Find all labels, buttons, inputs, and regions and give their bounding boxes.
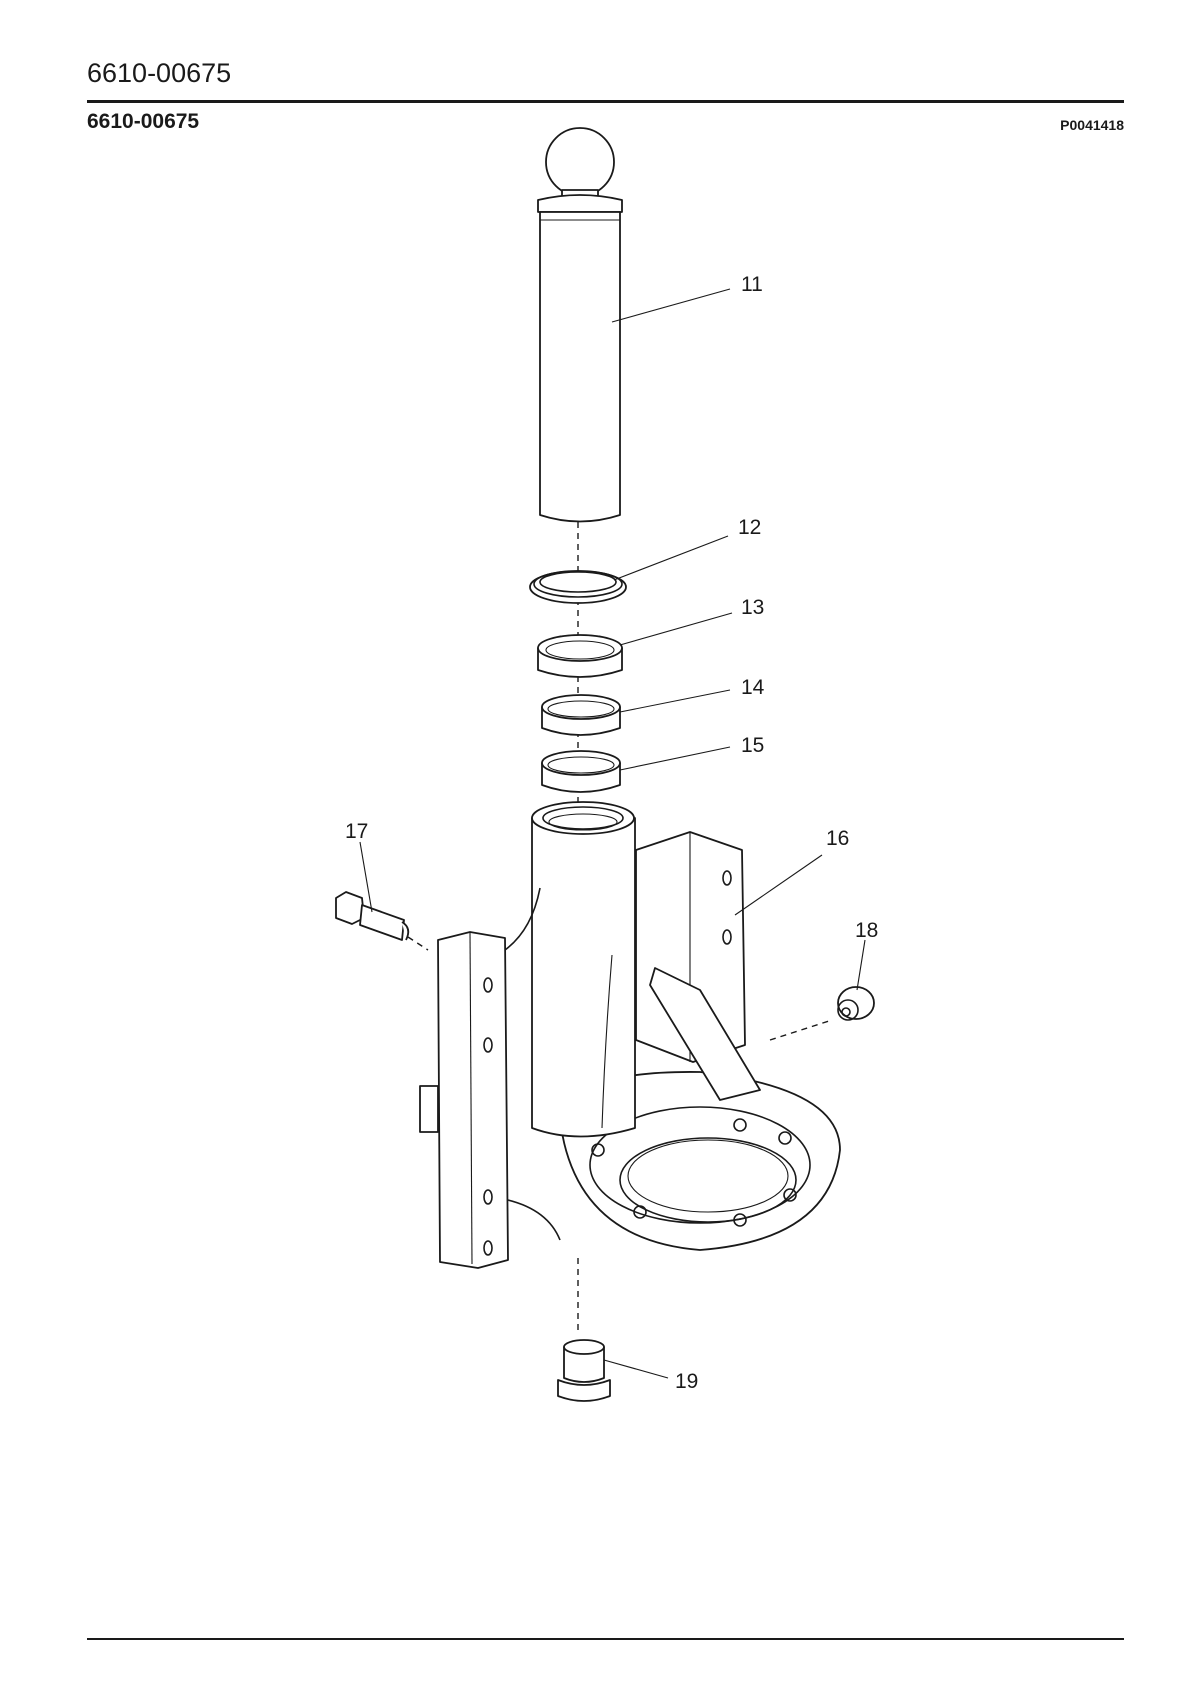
leader-15 <box>619 746 731 771</box>
callout-15: 15 <box>741 734 764 757</box>
seal-ring-part <box>529 570 627 604</box>
callout-18: 18 <box>855 919 878 942</box>
leader-14 <box>619 689 731 713</box>
plug-part <box>557 1339 611 1402</box>
bolt-part <box>335 891 429 951</box>
bushing-lower-part <box>541 750 621 793</box>
callout-12: 12 <box>738 516 761 539</box>
leader-12 <box>613 535 729 581</box>
wiper-ring-part <box>537 634 623 678</box>
leader-18 <box>856 939 866 991</box>
leader-19 <box>603 1359 669 1379</box>
leader-13 <box>619 612 733 646</box>
callout-19: 19 <box>675 1370 698 1393</box>
callout-17: 17 <box>345 820 368 843</box>
bushing-upper-part <box>541 694 621 736</box>
figure-id: P0041418 <box>1060 117 1124 133</box>
callout-14: 14 <box>741 676 765 699</box>
callout-16: 16 <box>826 827 849 850</box>
page-title: 6610-00675 <box>87 58 232 88</box>
leader-16 <box>734 854 823 916</box>
grease-nipple-part <box>769 986 875 1041</box>
header-rule <box>87 100 1124 103</box>
callout-13: 13 <box>741 596 764 619</box>
leader-17 <box>359 841 373 913</box>
piston-rod-part <box>537 127 623 523</box>
housing-part <box>419 801 841 1269</box>
leader-11 <box>611 288 731 323</box>
callout-11: 11 <box>741 273 763 296</box>
footer-rule <box>87 1638 1124 1640</box>
drawing-title: 6610-00675 <box>87 110 200 133</box>
